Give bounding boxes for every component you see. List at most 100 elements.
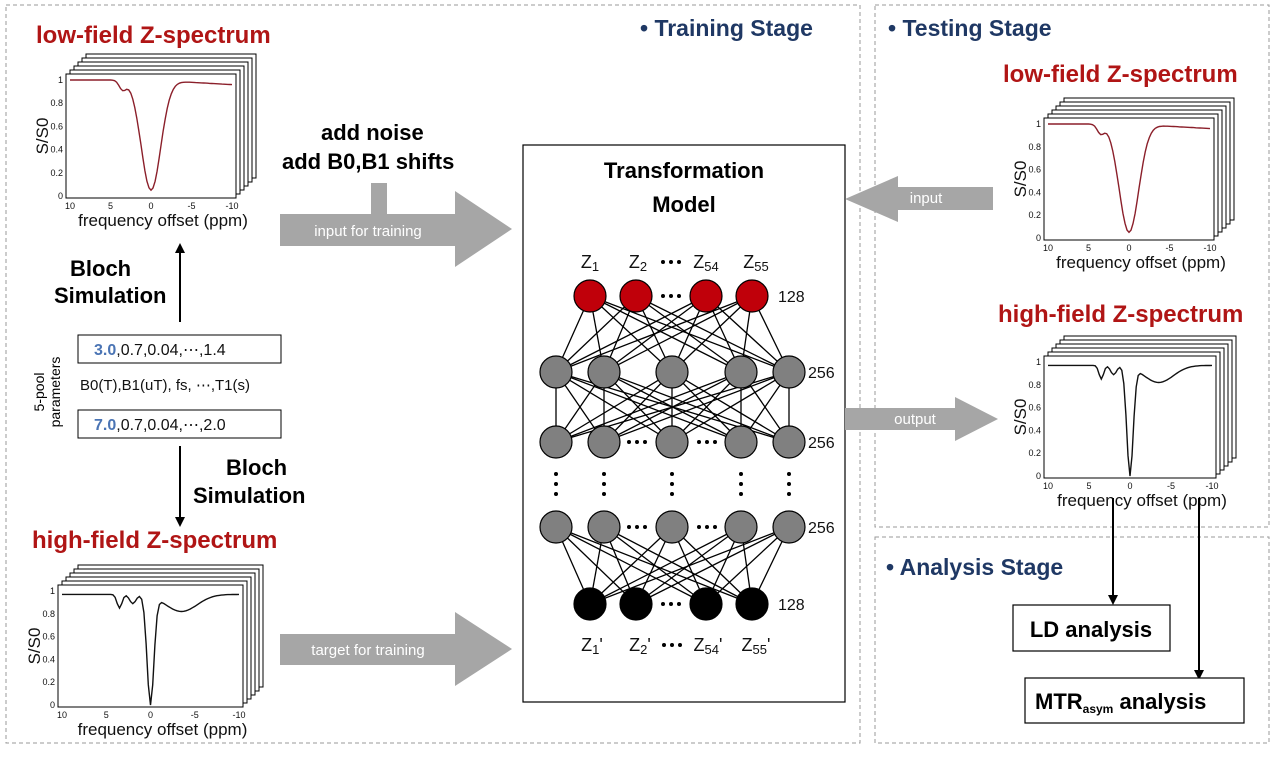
horizontal-ellipsis-dot: [635, 440, 639, 444]
analysis-stage-frame: [874, 536, 1270, 744]
horizontal-ellipsis-dot: [635, 525, 639, 529]
network-node-hidden: [724, 510, 758, 544]
test-high-ytick-label: 0: [1036, 471, 1041, 481]
train-low-xtick-label: 0: [148, 201, 153, 211]
train-high-xtick-label: -10: [232, 710, 245, 720]
test-high-field-title: high-field Z-spectrum: [998, 301, 1243, 328]
pool-label-line1: 5-pool: [31, 373, 47, 412]
network-edge: [555, 295, 753, 373]
horizontal-ellipsis-dot: [713, 525, 717, 529]
network-edge: [705, 526, 790, 605]
vertical-ellipsis-dot: [670, 472, 674, 476]
horizontal-ellipsis-dot: [643, 440, 647, 444]
network-node-hidden: [539, 510, 573, 544]
test-low-xlabel: frequency offset (ppm): [1056, 253, 1226, 272]
train-high-ytick-label: 0: [50, 700, 55, 710]
test-low-ytick-label: 0: [1036, 233, 1041, 243]
testing-stage-frame: [874, 4, 1270, 528]
train-low-ytick-label: 0.8: [50, 98, 63, 108]
input-node-label-sub: 1: [592, 259, 599, 274]
param-top-text: 3.0,0.7,0.04,⋯,1.4: [94, 342, 226, 359]
mtr-analysis-label: MTRasym analysis: [1035, 689, 1206, 716]
vertical-ellipsis-dot: [670, 492, 674, 496]
network-edge: [603, 526, 753, 605]
pool-label: 5-pool parameters: [31, 357, 63, 428]
train-high-plot-frame: [57, 584, 244, 708]
test-high-xtick-label: 10: [1043, 481, 1053, 491]
testing-output-arrow: [845, 397, 998, 441]
train-low-ylabel: S/S0: [33, 118, 52, 155]
horizontal-ellipsis-dot: [713, 440, 717, 444]
train-low-ytick-label: 1: [58, 75, 63, 85]
ld-analysis-box: [1012, 604, 1171, 652]
train-high-ytick-label: 0.6: [42, 632, 55, 642]
train-low-xtick-label: -10: [225, 201, 238, 211]
network-node-input: [573, 279, 607, 313]
network-node-hidden: [539, 355, 573, 389]
network-edge: [603, 371, 790, 443]
vertical-ellipsis-dot: [739, 472, 743, 476]
network-edge: [671, 371, 790, 443]
test-high-xtick-label: -5: [1167, 481, 1175, 491]
param-top-rest: ,0.7,0.04,⋯,1.4: [116, 342, 226, 359]
layer-size-label: 256: [808, 520, 835, 537]
test-high-xtick-label: -10: [1205, 481, 1218, 491]
input-node-label-base: Z: [743, 252, 754, 272]
output-node-label: Z54': [694, 635, 723, 657]
train-low-spectrum-curve: [70, 79, 233, 192]
mtr-sub: asym: [1083, 702, 1114, 716]
horizontal-ellipsis-dot: [677, 294, 681, 298]
train-high-ylabel: S/S0: [25, 628, 44, 665]
param-bottom-rest: ,0.7,0.04,⋯,2.0: [116, 417, 226, 434]
network-node-hidden: [587, 425, 621, 459]
train-low-ytick-label: 0.6: [50, 121, 63, 131]
train-high-xtick-label: 10: [57, 710, 67, 720]
output-node-label-sub: 1: [592, 642, 599, 657]
test-low-plot-frame: [1043, 117, 1215, 241]
input-node-label-base: Z: [693, 252, 704, 272]
test-low-ytick-label: 1: [1036, 119, 1041, 129]
model-title-line1: Transformation: [604, 158, 764, 183]
test-high-spectrum-curve: [1048, 364, 1213, 477]
vertical-ellipsis-dot: [787, 472, 791, 476]
test-high-xlabel: frequency offset (ppm): [1057, 491, 1227, 510]
vertical-ellipsis-dot: [670, 482, 674, 486]
network-node-output: [573, 587, 607, 621]
network-edge: [555, 371, 742, 443]
output-node-label-suffix: ': [599, 635, 602, 655]
param-box-top: [77, 334, 282, 364]
test-high-xtick-label: 5: [1086, 481, 1091, 491]
network-node-hidden: [724, 355, 758, 389]
network-edge: [603, 295, 753, 373]
train-high-ytick-label: 0.4: [42, 654, 55, 664]
network-node-input: [735, 279, 769, 313]
network-node-output: [689, 587, 723, 621]
training-stage-frame: [5, 4, 861, 744]
train-high-ytick-label: 0.8: [42, 609, 55, 619]
horizontal-ellipsis-dot: [677, 602, 681, 606]
add-noise-label: add noise: [321, 120, 424, 145]
input-node-label-base: Z: [581, 252, 592, 272]
test-low-field-title: low-field Z-spectrum: [1003, 61, 1238, 88]
param-bottom-text: 7.0,0.7,0.04,⋯,2.0: [94, 417, 226, 434]
input-node-label: Z2: [629, 252, 647, 274]
network-node-output: [619, 587, 653, 621]
vertical-ellipsis-dot: [554, 492, 558, 496]
train-low-xtick-label: -5: [187, 201, 195, 211]
mtr-main: MTR: [1035, 689, 1083, 714]
vertical-ellipsis-dot: [602, 472, 606, 476]
test-high-ytick-label: 1: [1036, 357, 1041, 367]
vertical-ellipsis-dot: [739, 492, 743, 496]
network-edge: [555, 371, 673, 443]
network-node-hidden: [539, 425, 573, 459]
network-edge: [555, 295, 707, 373]
vertical-ellipsis-dot: [739, 482, 743, 486]
train-high-ytick-label: 1: [50, 586, 55, 596]
output-node-label-suffix: ': [767, 635, 770, 655]
output-node-label-sub: 55: [753, 642, 767, 657]
